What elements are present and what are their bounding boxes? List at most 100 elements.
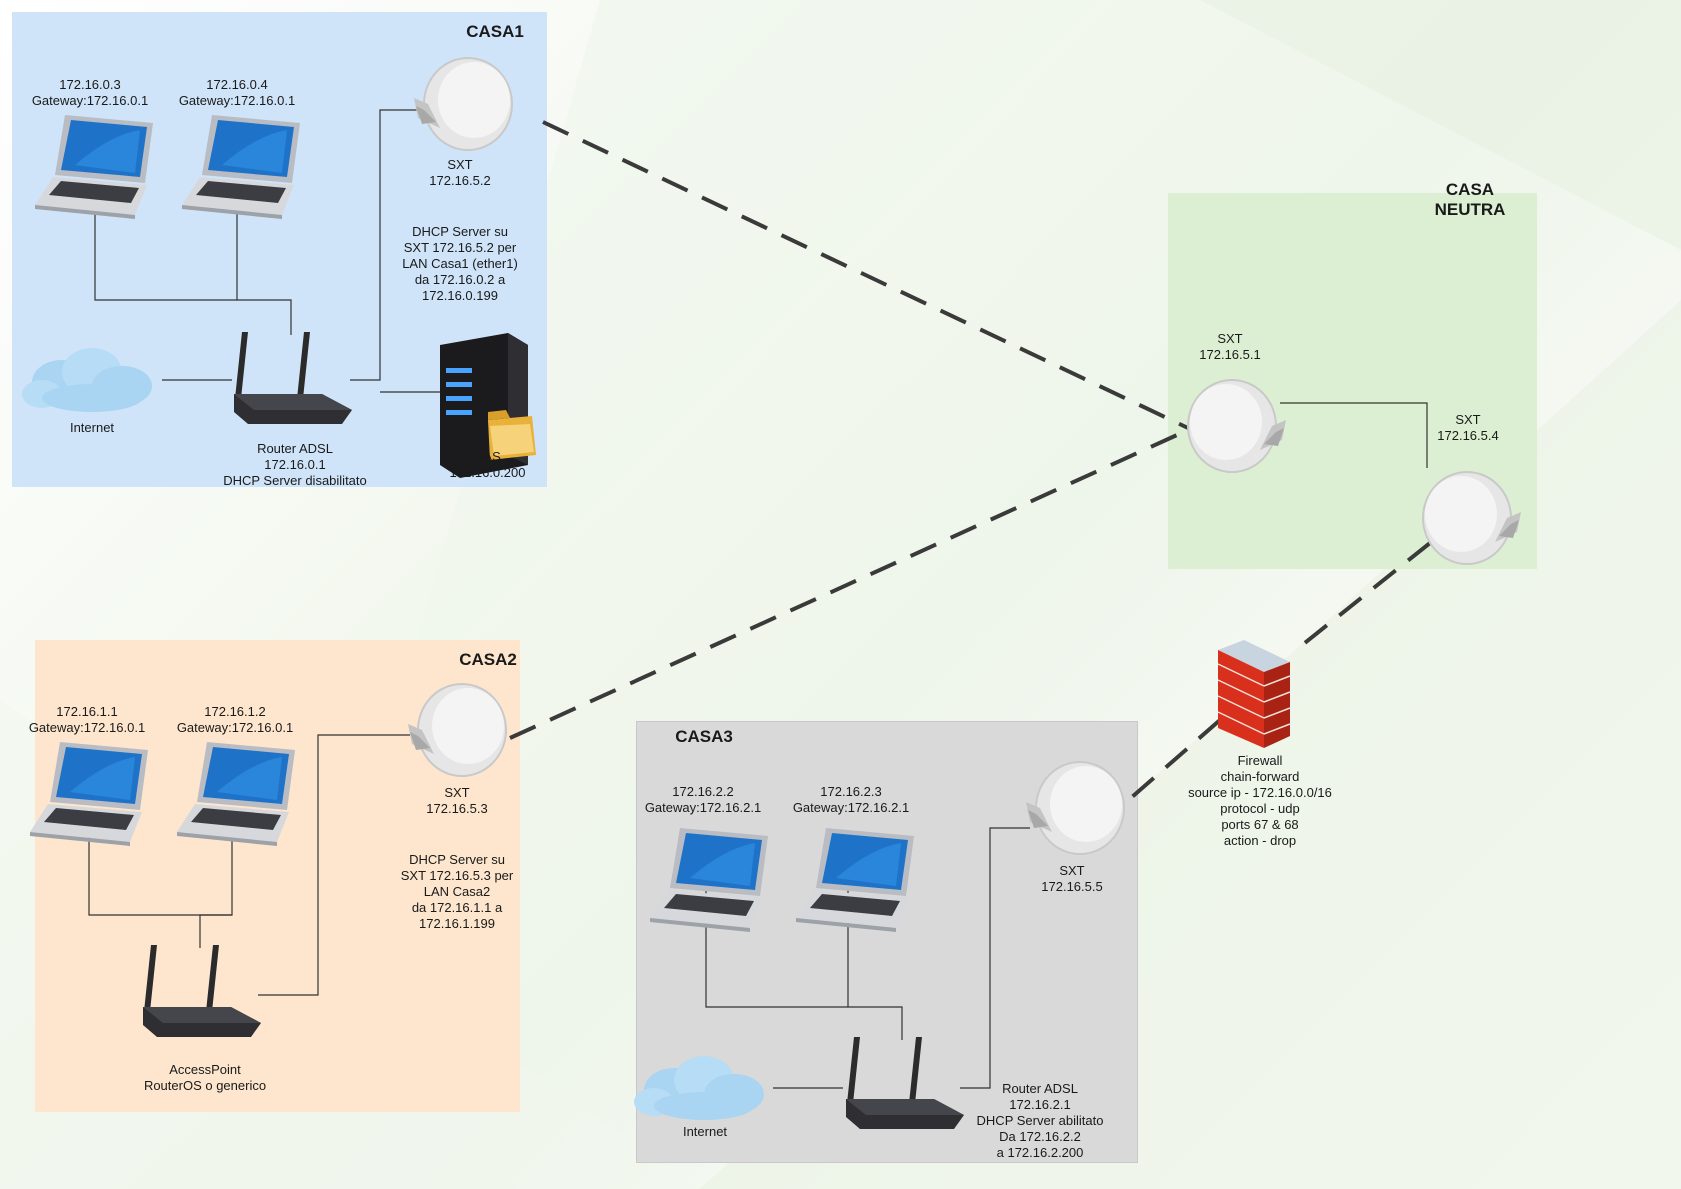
ip-text: 172.16.2.3 xyxy=(820,784,882,799)
link-casa1-neutra xyxy=(542,120,1189,430)
gateway-text: Gateway:172.16.0.1 xyxy=(178,93,296,108)
casa2-laptop-1 xyxy=(30,742,148,846)
nas-label: NAS 172.16.0.200 xyxy=(440,449,535,481)
note-line: da 172.16.1.1 a xyxy=(411,900,503,915)
casa3-router-icon xyxy=(846,1037,964,1129)
router-name: Router ADSL xyxy=(257,441,333,456)
device-name: SXT xyxy=(1217,331,1243,346)
rule-line: source ip - 172.16.0.0/16 xyxy=(1188,785,1332,800)
neutra-sxt-1-antenna xyxy=(1187,379,1287,473)
note-line: SXT 172.16.5.3 per xyxy=(400,868,514,883)
firewall-icon xyxy=(1217,640,1291,748)
casa2-sxt-label: SXT 172.16.5.3 xyxy=(397,785,517,817)
casa2-title: CASA2 xyxy=(459,650,517,669)
note-line: DHCP Server su xyxy=(412,224,508,239)
note-line: LAN Casa2 xyxy=(423,884,491,899)
casa3-pc1-label: 172.16.2.2 Gateway:172.16.2.1 xyxy=(638,784,768,816)
dhcp-range-start: Da 172.16.2.2 xyxy=(999,1129,1081,1144)
ip-text: 172.16.0.200 xyxy=(449,465,526,480)
link-firewall-neutra xyxy=(1294,541,1432,652)
note-line: LAN Casa1 (ether1) xyxy=(402,256,518,271)
dhcp-status: DHCP Server disabilitato xyxy=(223,473,367,488)
device-type: RouterOS o generico xyxy=(143,1078,267,1093)
casa2-dhcp-note: DHCP Server su SXT 172.16.5.3 per LAN Ca… xyxy=(377,852,537,932)
ip-text: 172.16.5.1 xyxy=(1199,347,1261,362)
casa1-pc1-label: 172.16.0.3 Gateway:172.16.0.1 xyxy=(25,77,155,109)
casa1-internet-label: Internet xyxy=(69,420,115,435)
casa2-pc1-label: 172.16.1.1 Gateway:172.16.0.1 xyxy=(22,704,152,736)
ip-text: 172.16.1.1 xyxy=(56,704,118,719)
casa1-laptop-2 xyxy=(182,115,300,219)
casa2-accesspoint-icon xyxy=(143,945,261,1037)
ip-text: 172.16.5.4 xyxy=(1437,428,1499,443)
rule-line: chain-forward xyxy=(1220,769,1300,784)
casa1-laptop-1 xyxy=(35,115,153,219)
casa1-router-icon xyxy=(234,332,352,424)
firewall-label: Firewall chain-forward source ip - 172.1… xyxy=(1170,753,1350,849)
ip-text: 172.16.2.1 xyxy=(1009,1097,1071,1112)
casa1-sxt-antenna xyxy=(413,57,513,151)
note-line: DHCP Server su xyxy=(409,852,505,867)
casa2-sxt-antenna xyxy=(407,683,507,777)
title-line: CASA xyxy=(1445,180,1495,199)
neutra-sxt1-label: SXT 172.16.5.1 xyxy=(1170,331,1290,363)
device-name: SXT xyxy=(447,157,473,172)
ip-text: 172.16.0.4 xyxy=(206,77,268,92)
ip-text: 172.16.5.2 xyxy=(429,173,491,188)
neutra-sxt2-label: SXT 172.16.5.4 xyxy=(1408,412,1528,444)
note-line: 172.16.0.199 xyxy=(422,288,498,303)
casa2-ap-label: AccessPoint RouterOS o generico xyxy=(125,1062,285,1094)
ip-text: 172.16.1.2 xyxy=(204,704,266,719)
casa1-title: CASA1 xyxy=(466,22,524,41)
gateway-text: Gateway:172.16.0.1 xyxy=(31,93,149,108)
device-name: SXT xyxy=(1059,863,1085,878)
wired-links xyxy=(88,109,1428,1089)
casa3-laptop-1 xyxy=(650,828,768,932)
note-line: da 172.16.0.2 a xyxy=(414,272,506,287)
link-casa3-firewall xyxy=(1122,718,1222,806)
gateway-text: Gateway:172.16.0.1 xyxy=(176,720,294,735)
dhcp-status: DHCP Server abilitato xyxy=(976,1113,1104,1128)
casa2-pc2-label: 172.16.1.2 Gateway:172.16.0.1 xyxy=(170,704,300,736)
casa3-pc2-label: 172.16.2.3 Gateway:172.16.2.1 xyxy=(786,784,916,816)
device-name: AccessPoint xyxy=(169,1062,241,1077)
casa3-router-label: Router ADSL 172.16.2.1 DHCP Server abili… xyxy=(955,1081,1125,1161)
casa2-laptop-2 xyxy=(177,742,295,846)
casa1-sxt-label: SXT 172.16.5.2 xyxy=(400,157,520,189)
device-name: NAS xyxy=(474,449,501,464)
rule-line: protocol - udp xyxy=(1220,801,1300,816)
dhcp-range-end: a 172.16.2.200 xyxy=(996,1145,1084,1160)
rule-line: Firewall xyxy=(1237,753,1283,768)
device-name: SXT xyxy=(444,785,470,800)
casa3-internet-cloud-icon xyxy=(634,1056,764,1120)
rule-line: ports 67 & 68 xyxy=(1221,817,1299,832)
rule-line: action - drop xyxy=(1223,833,1297,848)
casa1-dhcp-note: DHCP Server su SXT 172.16.5.2 per LAN Ca… xyxy=(380,224,540,304)
ip-text: 172.16.0.3 xyxy=(59,77,121,92)
ip-text: 172.16.5.5 xyxy=(1041,879,1103,894)
gateway-text: Gateway:172.16.2.1 xyxy=(644,800,762,815)
casa3-sxt-antenna xyxy=(1025,761,1125,855)
ip-text: 172.16.5.3 xyxy=(426,801,488,816)
casa1-internet-cloud-icon xyxy=(22,348,152,412)
ip-text: 172.16.0.1 xyxy=(264,457,326,472)
link-casa2-neutra xyxy=(509,428,1189,740)
casa-neutra-title: CASA NEUTRA xyxy=(1420,180,1520,220)
casa3-title: CASA3 xyxy=(675,727,733,746)
router-name: Router ADSL xyxy=(1002,1081,1078,1096)
device-name: SXT xyxy=(1455,412,1481,427)
casa1-router-label: Router ADSL 172.16.0.1 DHCP Server disab… xyxy=(210,441,380,489)
title-line: NEUTRA xyxy=(1434,200,1506,219)
gateway-text: Gateway:172.16.0.1 xyxy=(28,720,146,735)
nas-server-icon xyxy=(440,333,536,478)
wireless-links xyxy=(509,120,1432,806)
note-line: 172.16.1.199 xyxy=(419,916,495,931)
casa3-internet-label: Internet xyxy=(682,1124,728,1139)
gateway-text: Gateway:172.16.2.1 xyxy=(792,800,910,815)
casa3-laptop-2 xyxy=(796,828,914,932)
casa1-pc2-label: 172.16.0.4 Gateway:172.16.0.1 xyxy=(172,77,302,109)
ip-text: 172.16.2.2 xyxy=(672,784,734,799)
note-line: SXT 172.16.5.2 per xyxy=(403,240,517,255)
neutra-sxt-2-antenna xyxy=(1422,471,1522,565)
